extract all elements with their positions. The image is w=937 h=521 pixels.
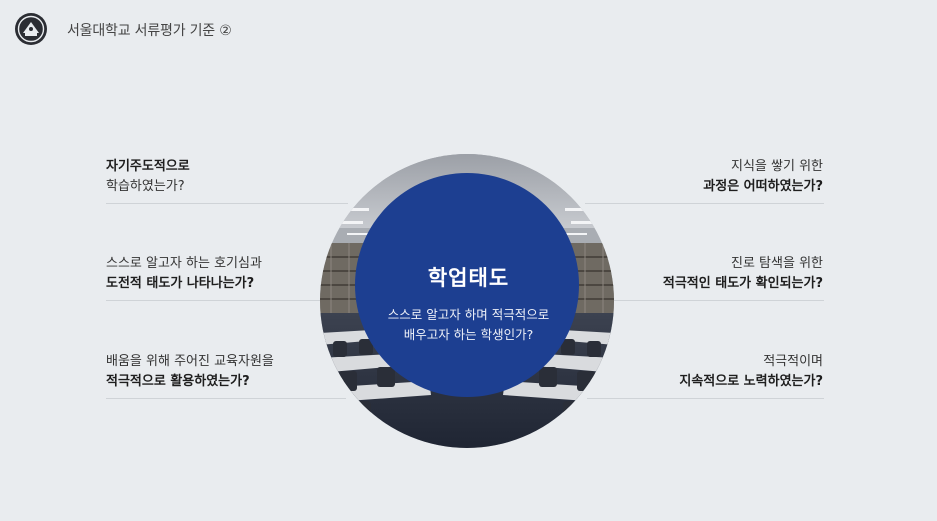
center-title: 학업태도 bbox=[427, 266, 510, 290]
center-description: 스스로 알고자 하며 적극적으로 배우고자 하는 학생인가? bbox=[0, 305, 937, 345]
right-criterion-3-line1: 적극적이며 bbox=[763, 354, 823, 369]
left-criterion-1: 자기주도적으로 학습하였는가? bbox=[106, 157, 190, 197]
right-criterion-2-line2: 적극적인 태도가 확인되는가? bbox=[662, 276, 823, 291]
left-criterion-2: 스스로 알고자 하는 호기심과 도전적 태도가 나타나는가? bbox=[106, 254, 262, 294]
right-criterion-1-line2: 과정은 어떠하였는가? bbox=[703, 179, 823, 194]
left-criterion-3-line1: 배움을 위해 주어진 교육자원을 bbox=[106, 354, 274, 369]
center-description-line1: 스스로 알고자 하며 적극적으로 bbox=[387, 307, 550, 322]
left-criterion-1-line1: 자기주도적으로 bbox=[106, 159, 190, 174]
library-reading-room-photo bbox=[320, 154, 614, 448]
left-criterion-3-line2: 적극적으로 활용하였는가? bbox=[106, 374, 250, 389]
left-criterion-2-line1: 스스로 알고자 하는 호기심과 bbox=[106, 256, 262, 271]
right-criterion-2-line1: 진로 탐색을 위한 bbox=[731, 256, 823, 271]
left-criterion-2-line2: 도전적 태도가 나타나는가? bbox=[106, 276, 255, 291]
right-criterion-3-line2: 지속적으로 노력하였는가? bbox=[679, 374, 823, 389]
right-divider-2 bbox=[606, 300, 824, 301]
left-criterion-1-line2: 학습하였는가? bbox=[106, 179, 185, 194]
right-criterion-3: 적극적이며 지속적으로 노력하였는가? bbox=[679, 352, 823, 392]
left-divider-3 bbox=[106, 398, 346, 399]
left-criterion-3: 배움을 위해 주어진 교육자원을 적극적으로 활용하였는가? bbox=[106, 352, 274, 392]
university-emblem-icon bbox=[15, 13, 47, 45]
right-criterion-1-line1: 지식을 쌓기 위한 bbox=[731, 159, 823, 174]
left-divider-1 bbox=[106, 203, 348, 204]
center-description-line2: 배우고자 하는 학생인가? bbox=[403, 327, 534, 342]
right-criterion-1: 지식을 쌓기 위한 과정은 어떠하였는가? bbox=[703, 157, 823, 197]
right-criterion-2: 진로 탐색을 위한 적극적인 태도가 확인되는가? bbox=[663, 254, 823, 294]
left-divider-2 bbox=[106, 300, 328, 301]
right-divider-1 bbox=[585, 203, 824, 204]
page-title: 서울대학교 서류평가 기준 ② bbox=[67, 23, 232, 39]
right-divider-3 bbox=[587, 398, 824, 399]
